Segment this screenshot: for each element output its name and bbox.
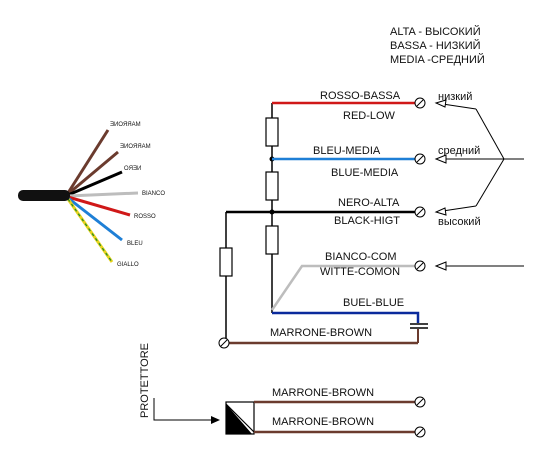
winding-resistor-aux: [219, 247, 233, 277]
label-ru-low: низкий: [438, 91, 472, 103]
protector-symbol: [226, 404, 252, 434]
label-black-higt: BLACK-HIGT: [334, 215, 400, 227]
label-buel-blue: BUEL-BLUE: [343, 297, 404, 309]
cable-label-black: NERO: [124, 166, 142, 172]
label-protector-wire-2: MARRONE-BROWN: [272, 416, 374, 428]
cable-wire-yellow-stripe: [67, 198, 113, 263]
cable-wire-red: [67, 195, 131, 217]
cable-sheath: [18, 190, 70, 201]
cable-label-white: BIANCO: [142, 191, 165, 197]
label-nero-alta: NERO-ALTA: [338, 197, 400, 209]
protector-arrow-head: [211, 416, 220, 424]
label-marrone-brown: MARRONE-BROWN: [270, 327, 372, 339]
protector-arrow-line: [153, 398, 218, 421]
label-rosso-bassa: ROSSO-BASSA: [320, 90, 401, 102]
cable-label-blue: BLEU: [127, 241, 143, 247]
label-bianco-com: BIANCO-COM: [325, 251, 397, 263]
wire-white-common: [270, 264, 420, 311]
cable-bundle: MARRONE MARRONE NERO BIANCO ROSSO BLEU G…: [18, 122, 165, 268]
label-witte-comon: WITTE-COMON: [320, 266, 400, 278]
cable-wire-brown-2: [67, 150, 119, 196]
speed-arrows: [434, 99, 524, 271]
winding-resistor-2: [265, 171, 279, 201]
legend-line-2: BASSA - НИЗКИЙ: [390, 39, 481, 52]
cable-label-brown-2: MARRONE: [120, 144, 151, 150]
winding-resistor-1: [265, 117, 279, 147]
label-ru-mid: средний: [438, 145, 480, 157]
label-red-low: RED-LOW: [343, 110, 396, 122]
label-ru-high: высокий: [438, 216, 481, 228]
winding-chain: [219, 103, 279, 338]
cable-label-yellow: GIALLO: [117, 262, 139, 268]
legend-line-3: MEDIA -СРЕДНИЙ: [390, 53, 485, 66]
label-blue-media: BLUE-MEDIA: [331, 167, 399, 179]
cable-wire-black: [67, 170, 123, 197]
winding-resistor-3: [265, 225, 279, 255]
legend-line-1: ALTA - ВЫСОКИЙ: [390, 25, 481, 38]
cable-label-red: ROSSO: [134, 214, 156, 220]
wire-dark-blue: [272, 311, 420, 323]
cable-wire-blue: [67, 196, 123, 242]
label-protettore: PROTETTORE: [139, 343, 151, 418]
label-bleu-media: BLEU-MEDIA: [313, 145, 381, 157]
cable-wire-brown-1: [66, 129, 110, 194]
label-protector-wire-1: MARRONE-BROWN: [272, 387, 374, 399]
cable-wire-white: [67, 191, 139, 198]
cable-label-brown-1: MARRONE: [110, 122, 141, 128]
